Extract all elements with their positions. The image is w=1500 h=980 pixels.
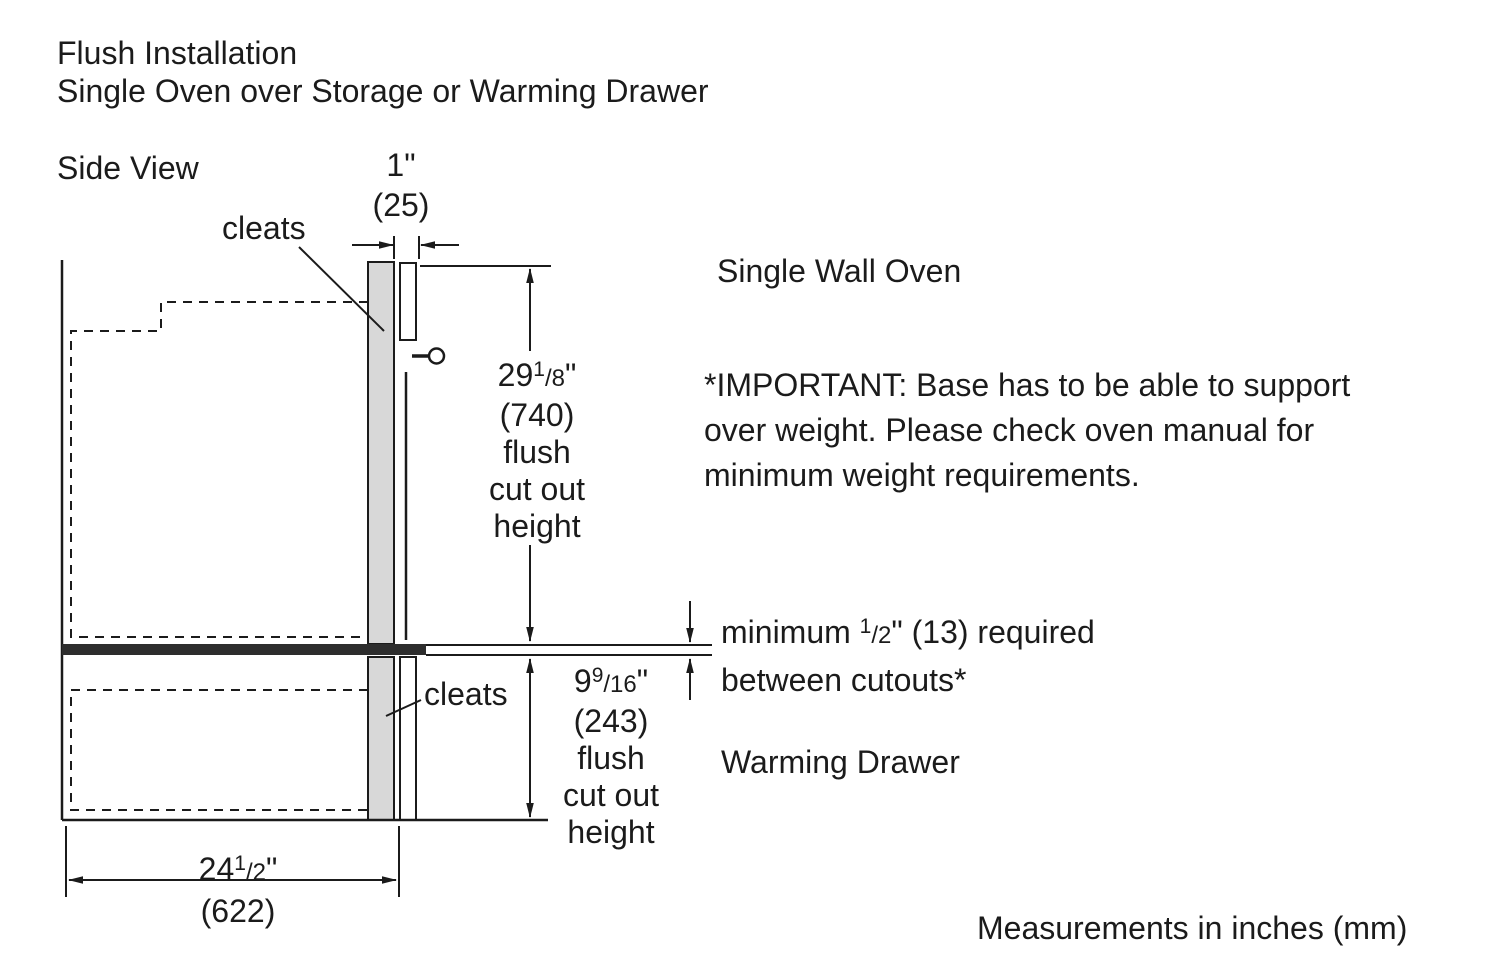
lower-cutout-dashed-outline <box>70 689 368 811</box>
upper-cleats-leader-line <box>298 246 385 332</box>
upper-cutout-desc-1: flush <box>503 434 571 470</box>
lower-cutout-mm: (243) <box>573 703 649 739</box>
oven-handle-icon <box>412 347 446 365</box>
minimum-gap-line-2: between cutouts* <box>721 662 967 698</box>
single-wall-oven-label: Single Wall Oven <box>717 253 962 289</box>
cleat-width-mm: (25) <box>372 187 430 223</box>
measurements-note: Measurements in inches (mm) <box>977 910 1408 946</box>
lower-cutout-desc-2: cut out <box>562 777 660 813</box>
upper-cutout-desc-2: cut out <box>488 471 586 507</box>
important-note-line-1: *IMPORTANT: Base has to be able to suppo… <box>704 367 1351 403</box>
cleats-label-upper: cleats <box>222 210 306 246</box>
lower-cleat-bar <box>367 656 395 821</box>
depth-dimension-lines <box>65 826 400 897</box>
minimum-gap-line-1: minimum 1/2" (13) required <box>721 614 1095 650</box>
upper-cutout-value: 291/8" <box>497 357 577 393</box>
important-note: *IMPORTANT: Base has to be able to suppo… <box>704 363 1350 498</box>
upper-cutout-mm: (740) <box>499 397 575 433</box>
lower-cutout-desc-1: flush <box>577 740 645 776</box>
page-title: Flush Installation <box>57 35 298 71</box>
drawer-front-panel <box>399 656 417 821</box>
warming-drawer-label: Warming Drawer <box>721 744 960 780</box>
upper-cutout-desc-3: height <box>493 508 581 544</box>
lower-cutout-dimension-label: 99/16" (243) flush cut out height <box>533 657 689 851</box>
lower-cutout-desc-3: height <box>567 814 655 850</box>
important-note-line-2: over weight. Please check oven manual fo… <box>704 412 1315 448</box>
cleat-width-dimension: 1" (25) <box>351 145 451 225</box>
depth-dimension-label: 241/2" (622) <box>159 844 317 931</box>
minimum-gap-note: minimum 1/2" (13) required between cutou… <box>721 605 1095 702</box>
page-subtitle: Single Oven over Storage or Warming Draw… <box>57 73 709 109</box>
side-view-label: Side View <box>57 150 199 186</box>
divider-extension-lines <box>426 644 712 656</box>
cleats-label-lower: cleats <box>424 676 508 712</box>
lower-cleats-leader-line <box>385 699 422 717</box>
depth-value: 241/2" <box>198 851 278 887</box>
oven-control-panel <box>399 262 417 341</box>
lower-cutout-value: 99/16" <box>573 663 649 699</box>
important-note-line-3: minimum weight requirements. <box>704 457 1140 493</box>
divider-panel <box>62 644 426 655</box>
upper-cleat-bar <box>367 261 395 645</box>
upper-cutout-dashed-outline <box>70 301 368 638</box>
cleat-width-value: 1" <box>386 147 416 183</box>
cleat-width-dimension-lines <box>352 236 459 259</box>
upper-cutout-dimension-label: 291/8" (740) flush cut out height <box>455 351 619 545</box>
depth-mm: (622) <box>200 893 276 929</box>
